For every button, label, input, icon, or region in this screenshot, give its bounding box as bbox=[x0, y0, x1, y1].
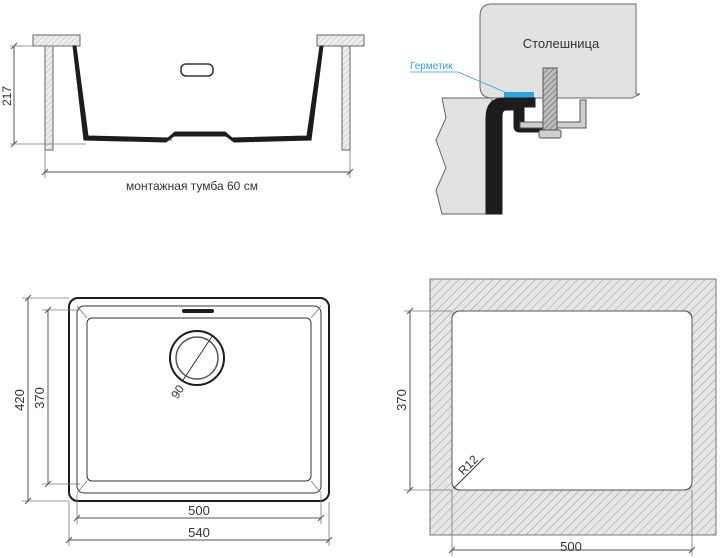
cutout-width-label: 500 bbox=[560, 539, 582, 554]
mount-detail: Столешница Герметик bbox=[410, 3, 641, 215]
overflow-slot-top bbox=[182, 309, 214, 313]
sink-top-view: 90 420 370 500 540 bbox=[12, 294, 333, 546]
screw-head bbox=[538, 129, 562, 139]
sink-bowl-section bbox=[72, 45, 324, 143]
sink-flange-section bbox=[485, 97, 543, 215]
sink-inner-bowl bbox=[86, 317, 312, 482]
sealant-label: Герметик bbox=[410, 61, 453, 72]
cabinet-wall-right bbox=[341, 45, 351, 151]
corner-radius-leader bbox=[453, 457, 485, 489]
cutout-view: 370 R12 500 bbox=[394, 278, 717, 556]
drain-outer bbox=[169, 330, 225, 386]
drain-diameter-line bbox=[182, 334, 214, 381]
countertop-left bbox=[32, 34, 81, 47]
sink-outer-rim bbox=[68, 297, 330, 502]
cabinet-wall-left bbox=[44, 45, 54, 151]
drain-inner bbox=[175, 336, 219, 380]
side-view: 217 монтажная тумба 60 см bbox=[0, 34, 365, 193]
countertop-right bbox=[316, 34, 365, 47]
overflow-slot bbox=[180, 63, 214, 77]
cabinet-block bbox=[435, 97, 493, 215]
cutout-opening bbox=[451, 310, 693, 491]
outer-width-label: 540 bbox=[188, 525, 210, 540]
cabinet-note: монтажная тумба 60 см bbox=[126, 179, 258, 193]
countertop-section bbox=[479, 3, 641, 99]
inner-width-label: 500 bbox=[188, 503, 210, 518]
inner-depth-label: 370 bbox=[32, 387, 47, 409]
clamp-screw bbox=[542, 67, 558, 133]
sealant-strip bbox=[504, 92, 534, 98]
cutout-depth-label: 370 bbox=[394, 389, 409, 411]
depth-label: 217 bbox=[0, 86, 14, 106]
countertop-label: Столешница bbox=[523, 36, 600, 51]
sink-flange bbox=[76, 305, 322, 494]
outer-depth-label: 420 bbox=[12, 389, 27, 411]
